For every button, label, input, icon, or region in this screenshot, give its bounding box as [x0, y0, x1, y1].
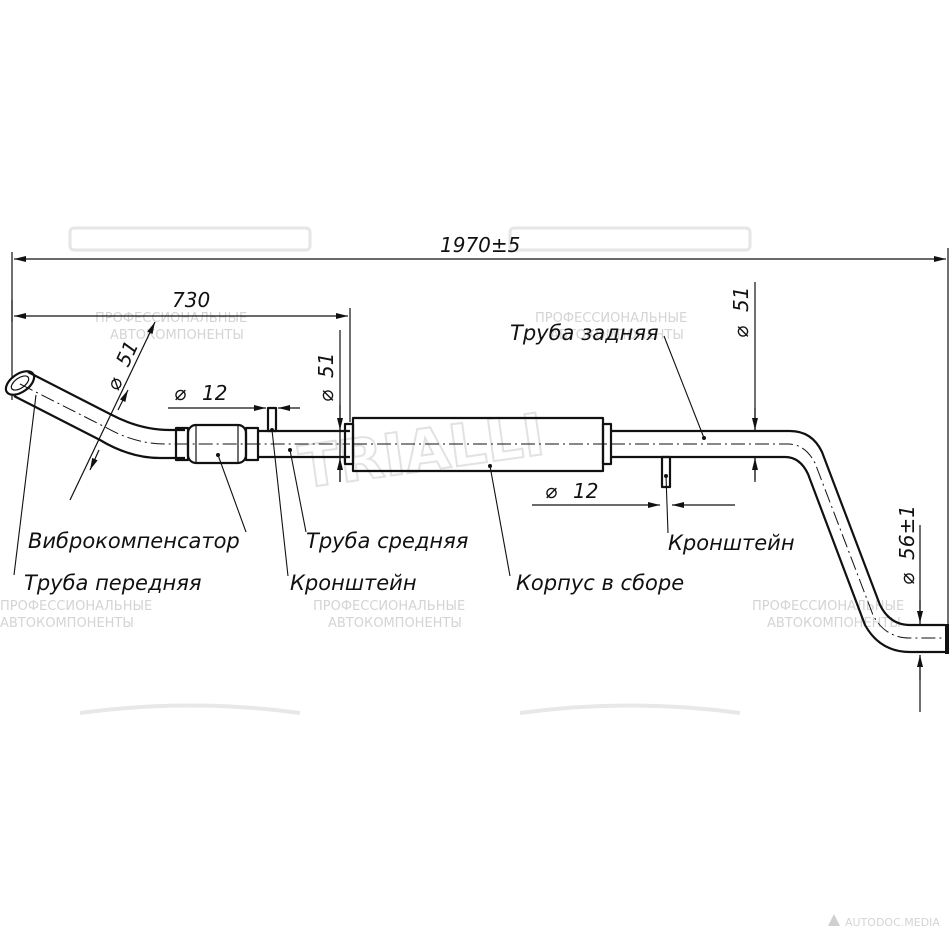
watermark-line2-e: АВТОКОМПОНЕНТЫ: [0, 616, 134, 631]
watermark-line1-b: ПРОФЕССИОНАЛЬНЫЕ: [535, 311, 687, 326]
dia-outlet-symbol: ⌀: [895, 573, 919, 585]
front-pipe: [27, 371, 185, 432]
label-muffler-assembly: Корпус в сборе: [516, 571, 684, 595]
dia-bracket-rear-symbol: ⌀: [545, 479, 557, 503]
label-bracket-rear: Кронштейн: [668, 531, 795, 555]
rear-pipe: [611, 429, 945, 627]
dia-middle-pipe-dimension: ⌀ 51: [314, 330, 343, 482]
watermark-line1-e: ПРОФЕССИОНАЛЬНЫЕ: [0, 599, 152, 614]
dia-front-pipe-dimension: ⌀ 51: [69, 321, 156, 501]
label-rear-pipe: Труба задняя: [510, 321, 659, 345]
watermark-brand: TRIALLI: [295, 400, 548, 502]
front-length-dimension: 730: [14, 288, 348, 319]
dia-outlet-value: 56±1: [895, 505, 919, 560]
overall-length-dimension: 1970±5: [14, 233, 946, 262]
watermark-line1-d: ПРОФЕССИОНАЛЬНЫЕ: [752, 599, 904, 614]
watermark-line2-a: АВТОКОМПОНЕНТЫ: [110, 328, 244, 343]
dia-middle-pipe-symbol: ⌀: [314, 390, 338, 402]
label-middle-pipe: Труба средняя: [306, 529, 468, 553]
dia-bracket-rear-dimension: ⌀ 12: [532, 479, 735, 508]
watermark-layer: TRIALLI ПРОФЕССИОНАЛЬНЫЕ АВТОКОМПОНЕНТЫ …: [0, 226, 940, 929]
watermark-line1-a: ПРОФЕССИОНАЛЬНЫЕ: [95, 311, 247, 326]
autodoc-logo-icon: AUTODOC.MEDIA: [828, 914, 940, 929]
watermark-corner: AUTODOC.MEDIA: [845, 916, 940, 929]
label-front-pipe: Труба передняя: [24, 571, 202, 595]
label-flex-joint: Виброкомпенсатор: [28, 529, 240, 553]
dia-bracket-rear-value: 12: [573, 479, 598, 503]
dia-bracket-front-symbol: ⌀: [174, 381, 186, 405]
dia-outlet-dimension: ⌀ 56±1: [895, 505, 923, 680]
leader-lines: [13, 335, 706, 577]
dia-bracket-front-value: 12: [202, 381, 227, 405]
label-bracket-front: Кронштейн: [290, 571, 417, 595]
dia-rear-pipe-value: 51: [729, 287, 753, 312]
dia-front-pipe-symbol: ⌀: [101, 373, 128, 394]
watermark-line2-d: АВТОКОМПОНЕНТЫ: [767, 616, 901, 631]
part-labels: Труба задняя Виброкомпенсатор Труба сред…: [24, 321, 795, 595]
exhaust-assembly: [4, 370, 949, 654]
dia-bracket-front-dimension: ⌀ 12: [168, 381, 300, 411]
watermark-line2-c: АВТОКОМПОНЕНТЫ: [328, 616, 462, 631]
extension-lines: [11, 248, 949, 712]
dia-rear-pipe-symbol: ⌀: [729, 326, 753, 338]
bracket-front: [266, 406, 278, 433]
dia-rear-pipe-dimension: ⌀ 51: [729, 287, 758, 480]
dia-middle-pipe-value: 51: [314, 353, 338, 378]
front-length-value: 730: [172, 288, 210, 312]
watermark-line1-c: ПРОФЕССИОНАЛЬНЫЕ: [313, 599, 465, 614]
overall-length-value: 1970±5: [440, 233, 520, 257]
watermark-line2-b: АВТОКОМПОНЕНТЫ: [550, 328, 684, 343]
front-flange: [4, 370, 36, 396]
